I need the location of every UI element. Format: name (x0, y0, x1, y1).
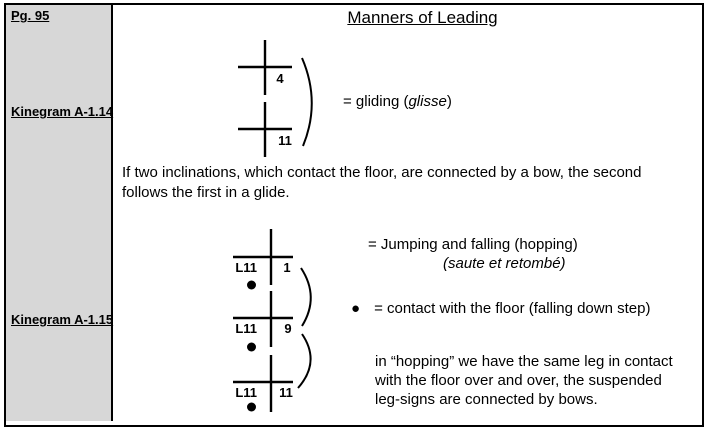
gliding-meaning: = gliding (glisse) (343, 92, 452, 111)
connecting-bow-arc (301, 57, 313, 147)
page-number-label: Pg. 95 (11, 8, 50, 23)
leg-label: L11 (235, 321, 257, 336)
floor-contact-dot (247, 342, 256, 352)
page-title-text: Manners of Leading (347, 8, 498, 27)
count-label: 11 (278, 133, 292, 148)
jumping-meaning-french: (saute et retombé) (443, 255, 566, 272)
meaning-prefix: = gliding ( (343, 93, 409, 110)
sidebar-column (6, 5, 113, 421)
support-symbol-2: 11 (238, 102, 292, 157)
count-label: 1 (283, 260, 290, 275)
hopping-note-line1: in “hopping” we have the same leg in con… (375, 353, 673, 370)
contact-legend-text: = contact with the floor (falling down s… (374, 300, 651, 317)
count-label: 11 (279, 385, 293, 400)
floor-contact-dot (247, 402, 256, 412)
floor-contact-dot (247, 280, 256, 290)
meaning-french-term: glisse (408, 93, 447, 110)
glide-explanation-line2: follows the first in a glide. (122, 184, 290, 201)
support-symbol-1: L11 1 (233, 229, 293, 290)
contact-legend: ● = contact with the floor (falling down … (351, 300, 650, 317)
glide-explanation: If two inclinations, which contact the f… (122, 163, 702, 203)
table-border (4, 3, 704, 427)
hopping-note-line2: with the floor over and over, the suspen… (375, 372, 662, 389)
meaning-suffix: ) (446, 93, 452, 110)
connecting-bow-arc (300, 267, 312, 327)
filled-circle-icon: ● (351, 300, 361, 317)
kinegram-a115-label: Kinegram A-1.15 (11, 312, 114, 327)
leg-label: L11 (235, 260, 257, 275)
jumping-meaning-line1: = Jumping and falling (hopping) (368, 236, 578, 253)
support-symbol-3: L11 11 (233, 355, 293, 412)
count-label: 4 (276, 71, 284, 86)
connecting-bow-arc (297, 333, 312, 389)
hopping-note: in “hopping” we have the same leg in con… (375, 352, 700, 409)
leg-label: L11 (235, 385, 257, 400)
support-symbol-1: 4 (238, 40, 292, 95)
count-label: 9 (284, 321, 291, 336)
kinegram-a114-diagram: 4 11 (238, 40, 313, 157)
kinegram-a115-diagram: L11 1 L11 9 L11 11 (233, 229, 312, 412)
glide-explanation-line1: If two inclinations, which contact the f… (122, 164, 642, 181)
kinegram-a114-label: Kinegram A-1.14 (11, 104, 114, 119)
page-title: Manners of Leading (113, 8, 702, 28)
hopping-note-line3: leg-signs are connected by bows. (375, 391, 598, 408)
support-symbol-2: L11 9 (233, 291, 293, 352)
